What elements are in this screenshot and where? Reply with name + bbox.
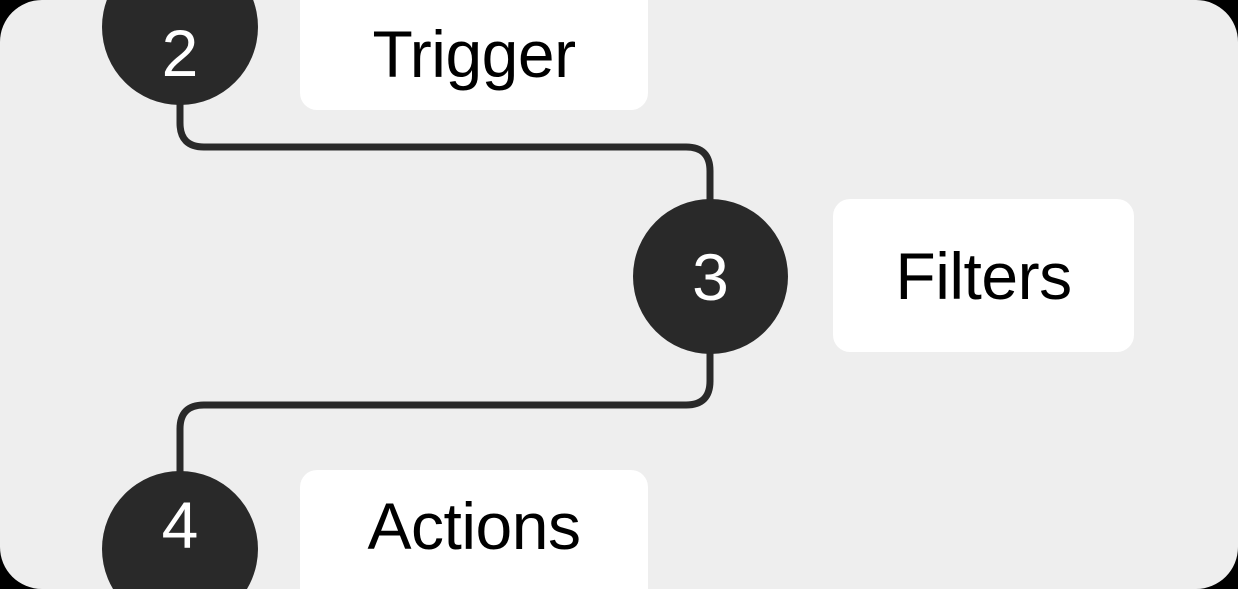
step-badge-2[interactable]: 2: [102, 0, 258, 105]
step-card-filters[interactable]: Filters: [833, 199, 1134, 352]
step-number-3: 3: [692, 239, 729, 314]
connector-3-to-4: [176, 351, 714, 475]
connector-2-to-3: [176, 101, 714, 203]
step-badge-4[interactable]: 4: [102, 471, 258, 589]
step-label-filters: Filters: [895, 238, 1072, 313]
step-number-4: 4: [161, 488, 199, 562]
step-card-trigger[interactable]: Trigger: [300, 0, 648, 110]
step-number-2: 2: [161, 16, 199, 90]
step-label-actions: Actions: [367, 489, 581, 563]
step-label-trigger: Trigger: [372, 17, 576, 91]
step-card-actions[interactable]: Actions: [300, 470, 648, 589]
step-badge-3[interactable]: 3: [633, 199, 788, 354]
